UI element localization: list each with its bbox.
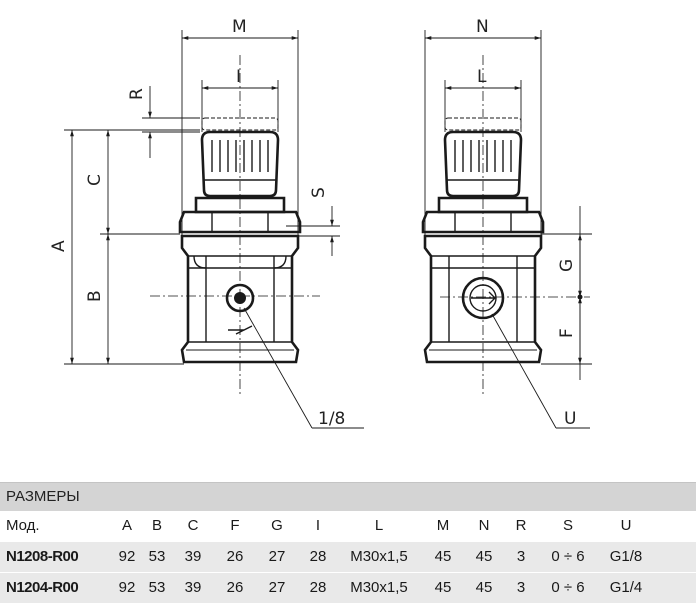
side-view: U N L G F xyxy=(421,17,592,429)
col-header: R xyxy=(515,517,527,534)
table-cell: 26 xyxy=(226,579,244,596)
table-cell: 45 xyxy=(475,548,493,565)
col-header: N xyxy=(478,517,490,534)
table-cell: 28 xyxy=(309,579,327,596)
table-cell: 92 xyxy=(118,548,136,565)
table-cell: 39 xyxy=(184,579,202,596)
table-cell: 39 xyxy=(184,548,202,565)
table-cell: 45 xyxy=(475,579,493,596)
dim-label-s: S xyxy=(309,187,329,198)
col-header: G xyxy=(271,517,283,534)
front-view: 1/8 M I R C B A S xyxy=(49,17,364,429)
dim-label-c: C xyxy=(85,174,105,186)
col-header: Мод. xyxy=(6,517,40,534)
port-size-label: 1/8 xyxy=(318,409,345,429)
model-cell: N1204-R00 xyxy=(6,579,79,596)
model-cell: N1208-R00 xyxy=(6,548,79,565)
table-row: N1204-R00 92 53 39 26 27 28 M30x1,5 45 4… xyxy=(0,572,696,603)
col-header: S xyxy=(562,517,573,534)
dim-label-m: M xyxy=(232,17,247,37)
table-cell: M30x1,5 xyxy=(350,548,408,565)
dim-label-r: R xyxy=(127,88,147,100)
table-row: N1208-R00 92 53 39 26 27 28 M30x1,5 45 4… xyxy=(0,541,696,572)
technical-drawing: 1/8 M I R C B A S xyxy=(49,17,592,429)
table-cell: 53 xyxy=(148,579,166,596)
dim-label-u: U xyxy=(564,409,576,429)
dim-label-f: F xyxy=(557,328,577,338)
table-cell: 0 ÷ 6 xyxy=(551,579,585,596)
dim-label-n: N xyxy=(476,17,489,37)
table-cell: G1/8 xyxy=(609,548,643,565)
table-cell: 0 ÷ 6 xyxy=(551,548,585,565)
regulator-body xyxy=(180,234,300,364)
table-cell: 45 xyxy=(434,579,452,596)
col-header: I xyxy=(315,517,321,534)
col-header: M xyxy=(436,517,450,534)
table-cell: G1/4 xyxy=(609,579,643,596)
dim-label-b: B xyxy=(85,290,105,302)
col-header: U xyxy=(620,517,632,534)
col-header: F xyxy=(230,517,240,534)
adjustment-knob xyxy=(200,117,280,198)
col-header: A xyxy=(121,517,132,534)
table-cell: 45 xyxy=(434,548,452,565)
table-cell: 27 xyxy=(268,548,286,565)
dim-label-g: G xyxy=(557,259,577,272)
table-cell: 27 xyxy=(268,579,286,596)
table-title: РАЗМЕРЫ xyxy=(0,482,696,511)
dim-label-l: L xyxy=(477,67,487,87)
table-cell: 92 xyxy=(118,579,136,596)
table-cell: 3 xyxy=(516,579,526,596)
col-header: B xyxy=(151,517,162,534)
table-cell: M30x1,5 xyxy=(350,579,408,596)
table-cell: 28 xyxy=(309,548,327,565)
table-header-row: Мод. A B C F G I L M N R S U xyxy=(0,511,696,541)
table-cell: 26 xyxy=(226,548,244,565)
table-cell: 3 xyxy=(516,548,526,565)
dim-label-i: I xyxy=(236,67,241,87)
dim-label-a: A xyxy=(49,240,69,252)
col-header: C xyxy=(187,517,199,534)
dimensions-table: РАЗМЕРЫ Мод. A B C F G I L M N R S U N12… xyxy=(0,482,696,603)
col-header: L xyxy=(374,517,384,534)
table-cell: 53 xyxy=(148,548,166,565)
